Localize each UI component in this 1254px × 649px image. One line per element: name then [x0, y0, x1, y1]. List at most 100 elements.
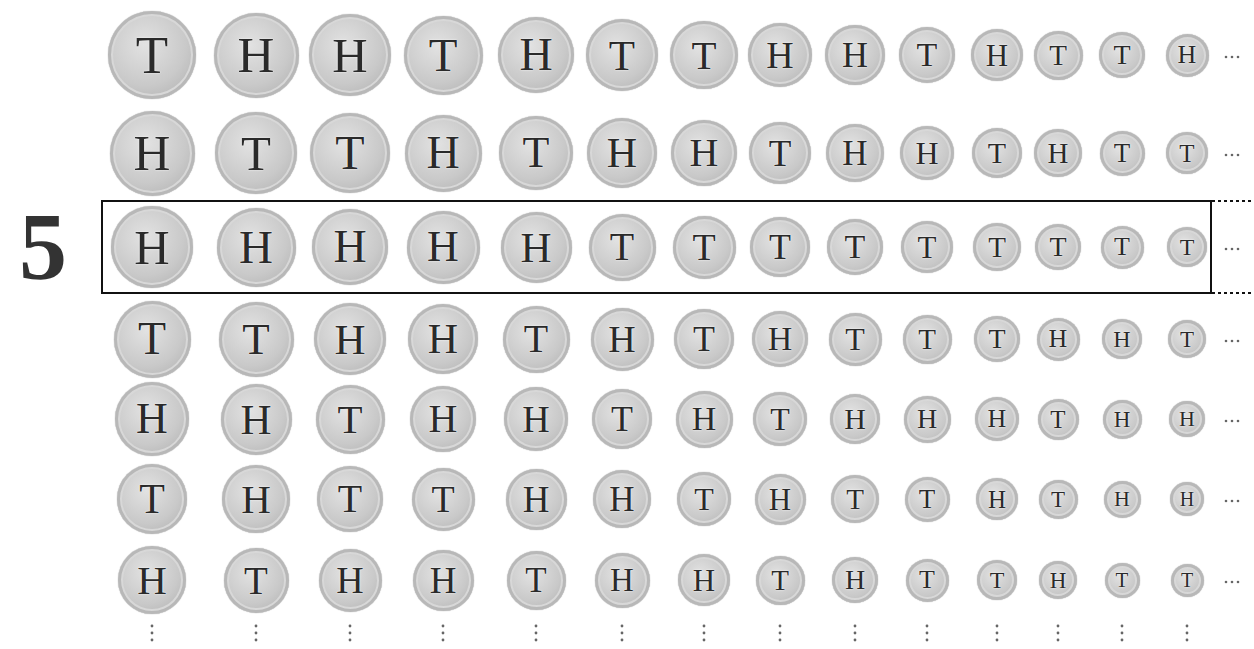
coin-face: H: [845, 566, 865, 594]
continuation-dot: [926, 639, 929, 642]
coin-face: T: [988, 233, 1006, 262]
coin-face: H: [766, 36, 793, 74]
coin-face: H: [690, 133, 719, 173]
continuation-dot: [1057, 632, 1060, 635]
coin: T: [404, 16, 483, 95]
row-number: 5: [19, 199, 67, 295]
coin-face: H: [1113, 327, 1130, 351]
continuation-dot: [1225, 248, 1228, 251]
continuation-dot: [703, 639, 706, 642]
coin-face: H: [692, 402, 717, 436]
coin: H: [312, 209, 388, 285]
coin: T: [316, 385, 385, 454]
coin: H: [755, 474, 806, 525]
coin: H: [314, 303, 386, 375]
coin: T: [507, 551, 566, 610]
continuation-dot: [996, 639, 999, 642]
coin: T: [1034, 31, 1083, 80]
coin-face: H: [1048, 139, 1069, 168]
coin-face: T: [691, 35, 716, 76]
coin-face: H: [426, 130, 459, 176]
coin: H: [826, 124, 884, 182]
coin: H: [111, 206, 193, 288]
coin-face: T: [335, 129, 364, 177]
continuation-dot: [1057, 639, 1060, 642]
continuation-dot: [779, 625, 782, 628]
continuation-dot: [854, 625, 857, 628]
coin: T: [1100, 131, 1145, 176]
continuation-dot: [255, 639, 258, 642]
coin: T: [589, 214, 656, 281]
coin: H: [222, 465, 290, 533]
coin: T: [1166, 132, 1208, 174]
coin-face: T: [845, 323, 865, 355]
coin: H: [1034, 129, 1082, 177]
coin-face: T: [919, 486, 936, 513]
coin-face: H: [241, 479, 271, 520]
continuation-dot: [1237, 154, 1240, 157]
coin: T: [670, 21, 738, 89]
coin-face: T: [139, 478, 165, 520]
coin-face: H: [240, 398, 271, 441]
coin: H: [506, 469, 567, 530]
coin: H: [501, 212, 572, 283]
coin: H: [678, 554, 730, 606]
coin-face: T: [524, 319, 548, 359]
continuation-dot: [996, 625, 999, 628]
coin-face: H: [427, 225, 459, 269]
coin: T: [974, 316, 1020, 362]
continuation-dot: [621, 625, 624, 628]
coin-face: H: [842, 37, 868, 73]
coin: T: [977, 560, 1017, 600]
coin-face: H: [238, 30, 275, 81]
coin: H: [975, 397, 1019, 441]
coin: T: [905, 477, 950, 522]
coin-face: T: [1181, 570, 1193, 590]
continuation-dot: [349, 632, 352, 635]
coin-face: H: [336, 561, 363, 599]
coin: H: [1039, 561, 1077, 599]
continuation-dot: [926, 625, 929, 628]
coin-face: T: [845, 230, 866, 264]
coin-face: T: [337, 399, 362, 440]
coin: H: [115, 382, 189, 456]
coin-face: H: [333, 224, 366, 270]
coin: H: [498, 17, 574, 93]
continuation-dot: [1121, 639, 1124, 642]
coin: H: [748, 23, 812, 87]
coin-face: H: [428, 318, 458, 360]
coin-face: H: [609, 482, 634, 517]
coin-face: T: [1116, 570, 1129, 591]
coin: T: [1167, 227, 1207, 267]
coin: T: [1171, 564, 1204, 597]
coin: T: [903, 315, 952, 364]
continuation-dot: [1186, 639, 1189, 642]
coin: T: [750, 217, 810, 277]
coin-face: H: [1180, 489, 1194, 509]
coin: T: [677, 472, 731, 526]
coin-face: T: [988, 325, 1005, 353]
coin: T: [973, 223, 1021, 271]
continuation-dot: [1225, 56, 1228, 59]
coin-face: T: [769, 229, 791, 265]
coin: H: [408, 304, 478, 374]
coin: T: [215, 112, 297, 194]
coin-face: T: [1180, 235, 1195, 259]
coin-face: H: [988, 487, 1006, 512]
coin-face: H: [769, 484, 791, 515]
coin: H: [900, 126, 954, 180]
coin-face: T: [138, 316, 166, 362]
continuation-dot: [1237, 56, 1240, 59]
coin-face: H: [239, 224, 273, 271]
coin-face: H: [915, 137, 938, 169]
band-extension: [1212, 292, 1254, 294]
continuation-dot: [1186, 625, 1189, 628]
coin-face: H: [134, 223, 169, 272]
continuation-dot: [151, 625, 154, 628]
continuation-dot: [1231, 154, 1234, 157]
coin: T: [1101, 226, 1144, 269]
continuation-dot: [1237, 500, 1240, 503]
coin-face: T: [769, 135, 792, 172]
coin: H: [217, 208, 296, 287]
coin: T: [117, 464, 187, 534]
